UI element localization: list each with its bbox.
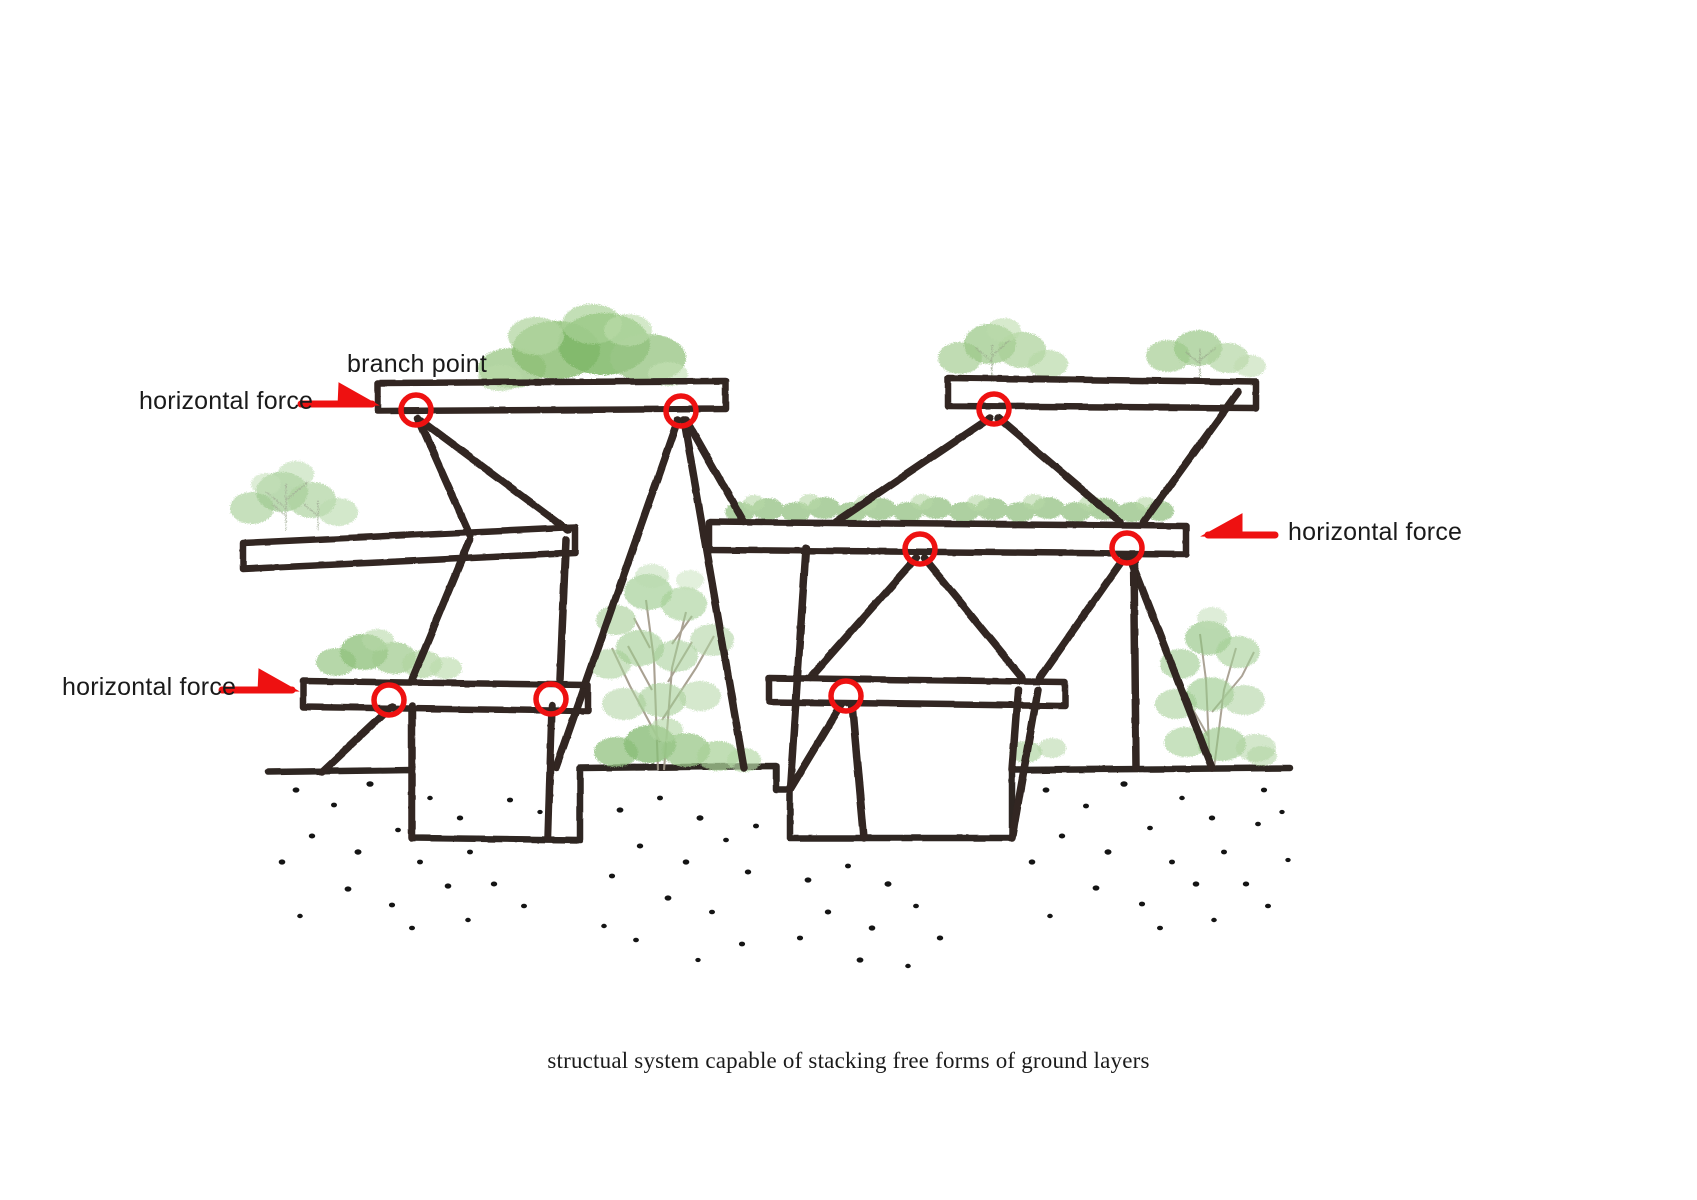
strut-mr-d xyxy=(1126,554,1216,772)
structure-layer xyxy=(239,374,1260,842)
branch-point-marker xyxy=(371,682,407,718)
horizontal-force-label-mid-left: horizontal force xyxy=(62,673,237,701)
branch-point-marker xyxy=(976,391,1012,427)
strut-tr-b xyxy=(994,414,1124,526)
shrub-mass-center-bottom xyxy=(594,718,761,772)
slab-low-right xyxy=(765,674,1069,710)
ground-layer xyxy=(264,762,1294,969)
strut-ml-b xyxy=(556,536,570,684)
strut-mr-b xyxy=(920,554,1026,682)
slab-mid-right xyxy=(705,518,1190,558)
strut-mr-e xyxy=(786,544,810,794)
branch-point-marker xyxy=(828,678,864,714)
strut-mr-a xyxy=(806,554,920,682)
vegetation-layer xyxy=(230,304,1277,772)
strut-mr-f xyxy=(1130,552,1140,772)
slab-top-left xyxy=(374,377,730,415)
force-arrows xyxy=(218,382,1279,694)
branch-point-label: branch point xyxy=(347,350,487,378)
shrub-mass-mid-left xyxy=(230,461,358,530)
horizontal-force-label-right: horizontal force xyxy=(1288,518,1463,546)
strut-tl-a xyxy=(414,414,474,539)
figure-caption: structual system capable of stacking fre… xyxy=(547,1048,1150,1073)
shrub-mass-top-right xyxy=(938,318,1266,382)
soil-texture xyxy=(278,781,1291,969)
strut-lr-a xyxy=(786,700,846,794)
strut-lr-b xyxy=(848,700,868,842)
branch-point-marker xyxy=(1109,530,1145,566)
slab-low-left xyxy=(299,677,592,715)
strut-tl-b xyxy=(416,416,572,534)
slab-mid-left xyxy=(239,523,579,573)
strut-lr-d xyxy=(1008,686,1042,842)
strut-bridge xyxy=(682,416,748,526)
branch-point-marker xyxy=(533,681,569,717)
branch-point-marker xyxy=(398,392,434,428)
shrub-mass-low-left xyxy=(316,629,462,679)
strut-tr-a xyxy=(832,414,994,526)
ground-line xyxy=(264,762,1294,844)
force-arrow-right xyxy=(1200,513,1279,539)
force-arrow-mid-left xyxy=(218,668,300,694)
strut-mr-c xyxy=(1036,554,1128,682)
branch-point-markers xyxy=(371,391,1145,718)
tall-tree-right xyxy=(1155,607,1276,769)
strut-ml-a xyxy=(408,536,474,684)
strut-ll-c xyxy=(544,702,556,842)
strut-ll-a xyxy=(318,702,396,776)
branch-point-marker xyxy=(902,531,938,567)
strut-v-right xyxy=(680,416,748,772)
slab-top-right xyxy=(944,374,1260,412)
shrub-mass-top-left xyxy=(478,304,688,391)
branch-point-marker xyxy=(663,393,699,429)
slabs xyxy=(239,374,1260,715)
strut-tr-c xyxy=(1140,388,1242,526)
force-arrow-top-left xyxy=(297,382,380,408)
horizontal-force-label-top-left: horizontal force xyxy=(139,387,314,415)
